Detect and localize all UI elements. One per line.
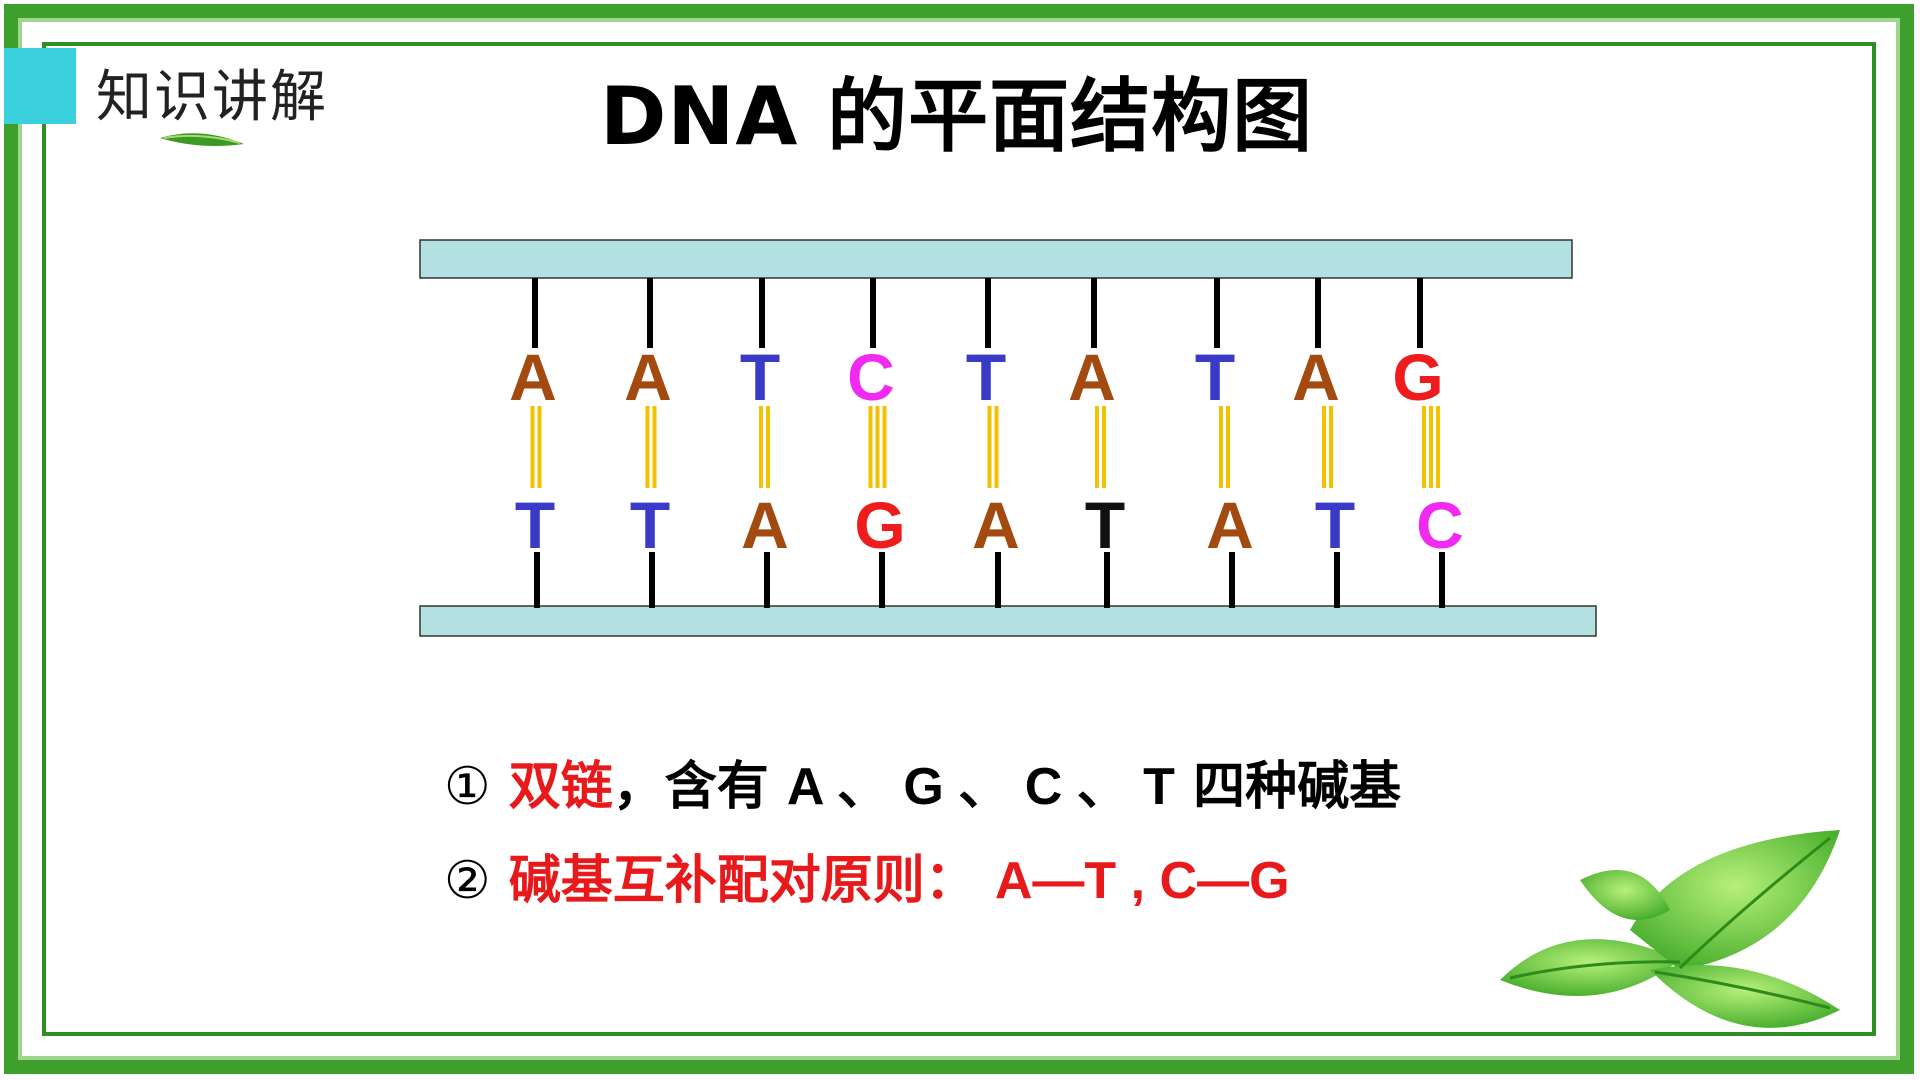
top-base-letter: T [1195, 340, 1235, 414]
bottom-base-letter: T [515, 488, 555, 562]
leaf-decoration-icon [1500, 830, 1840, 1028]
note-line-2: ② 碱基互补配对原则： A—T , C—G [444, 838, 1290, 913]
bottom-base-letter: A [741, 488, 789, 562]
top-base-letter: C [847, 340, 895, 414]
bottom-base-letter: A [972, 488, 1020, 562]
bottom-strand-backbone [419, 605, 1597, 637]
top-base-letter: A [1068, 340, 1116, 414]
top-base-letter: G [1392, 340, 1443, 414]
content-area [42, 42, 1876, 1036]
bottom-base-letter: A [1206, 488, 1254, 562]
section-label: 知识讲解 [96, 65, 328, 130]
page-title: DNA 的平面结构图 [600, 70, 1314, 163]
bottom-base-letter: T [1085, 488, 1125, 562]
top-base-letter: T [966, 340, 1006, 414]
top-strand-backbone [419, 239, 1573, 279]
section-tab-marker [4, 48, 76, 124]
top-base-letter: A [624, 340, 672, 414]
note-line-1: ① 双链，含有 A 、 G 、 C 、 T 四种碱基 [444, 744, 1401, 819]
note-highlight-1: 双链 [508, 757, 613, 817]
top-base-letter: A [509, 340, 557, 414]
slide-frame [4, 4, 1914, 1074]
note-pairs: A—T , C—G [994, 852, 1290, 910]
bottom-base-letter: T [1315, 488, 1355, 562]
note-marker-1: ① [444, 757, 491, 817]
bottom-base-letter: T [630, 488, 670, 562]
note-highlight-2: 碱基互补配对原则： [508, 851, 977, 911]
top-base-letter: T [740, 340, 780, 414]
note-text-1c: 四种碱基 [1193, 757, 1402, 817]
note-marker-2: ② [444, 851, 491, 911]
bottom-base-letter: G [854, 488, 905, 562]
note-text-1a: ，含有 [612, 757, 769, 817]
bottom-base-letter: C [1416, 488, 1464, 562]
top-base-letter: A [1292, 340, 1340, 414]
leaf-icon [160, 133, 244, 146]
note-bases-list: A 、 G 、 C 、 T [786, 758, 1175, 816]
